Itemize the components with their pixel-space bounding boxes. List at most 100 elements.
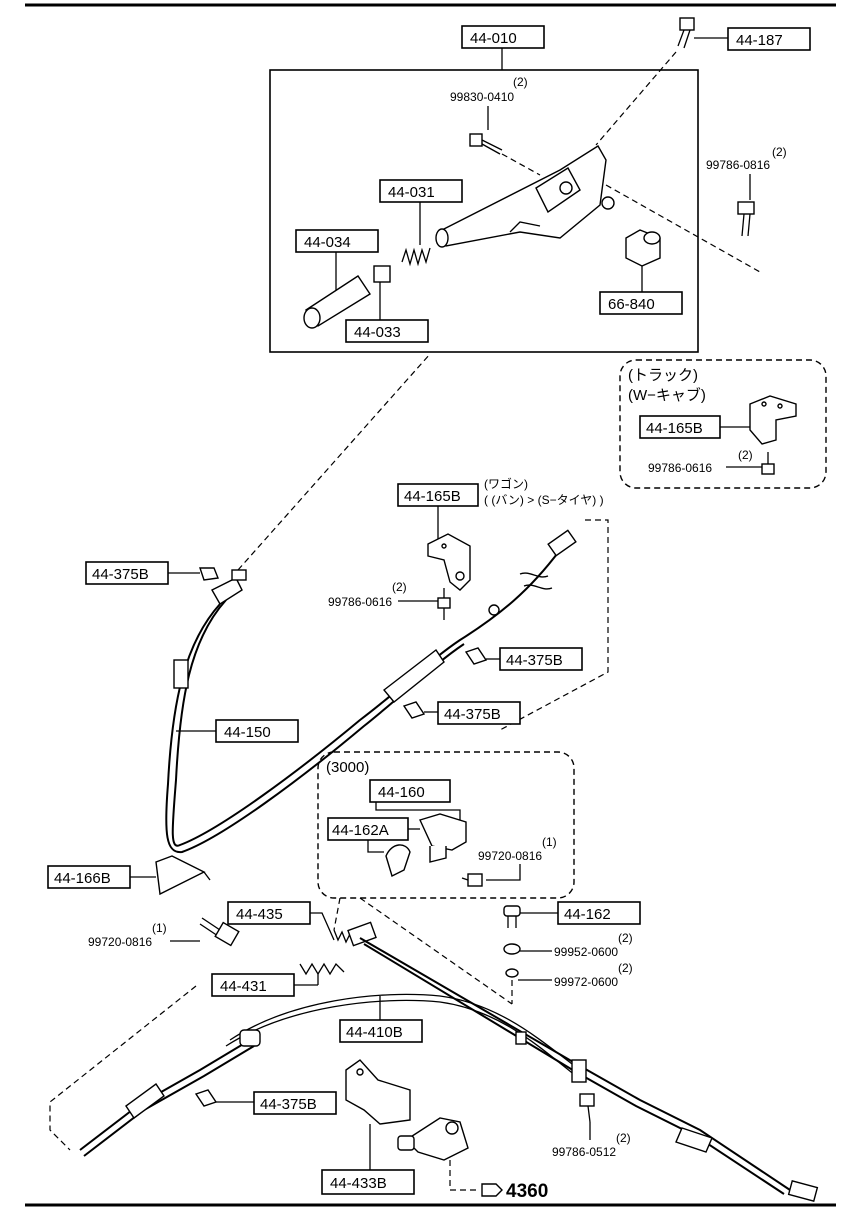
note-truck: (トラック) [628, 367, 698, 384]
part-99786-0512: 99786-0512 [552, 1145, 616, 1159]
label-44-187: 44-187 [736, 32, 783, 49]
label-box-44-375B-c[interactable] [437, 701, 521, 725]
bolt-icon [461, 873, 483, 887]
collar-icon [373, 265, 391, 283]
label-44-165B: 44-165B [404, 488, 461, 505]
clip-icon [464, 647, 488, 665]
part-99830-0410: 99830-0410 [450, 90, 514, 104]
main-cable-44-150 [165, 529, 577, 854]
ref-4360[interactable]: 4360 [506, 1181, 548, 1202]
truck-variant-group: (トラック) (W−キャブ) 44-165B (2) 99786-0616 [619, 359, 827, 489]
brake-switch-icon [625, 229, 661, 267]
screw-icon [437, 588, 451, 620]
part-99786-0616-truck: 99786-0616 [648, 461, 712, 475]
label-44-162: 44-162 [564, 906, 611, 923]
label-box-44-034[interactable] [295, 229, 379, 253]
note-3000: (3000) [326, 759, 369, 776]
label-44-375B-a: 44-375B [92, 566, 149, 583]
bolt-icon [579, 1093, 595, 1123]
brake-actuator-icon [397, 1117, 469, 1161]
label-box-44-375B-b[interactable] [499, 647, 583, 671]
return-spring-icon [299, 962, 345, 976]
screw-icon [761, 452, 775, 475]
rear-reference-bracket [49, 985, 197, 1151]
qty-99786-0512: (2) [616, 1131, 631, 1145]
label-box-44-150[interactable] [215, 719, 299, 743]
note-wagon: (ワゴン) [484, 476, 528, 491]
label-44-162A: 44-162A [332, 822, 389, 839]
bolt-icon [737, 201, 755, 237]
label-44-166B: 44-166B [54, 870, 111, 887]
rear-cable-44-410B [79, 937, 819, 1202]
label-44-375B-d: 44-375B [260, 1096, 317, 1113]
part-99972-0600: 99972-0600 [554, 975, 618, 989]
label-44-031: 44-031 [388, 184, 435, 201]
qty-99952-0600: (2) [618, 931, 633, 945]
cable-end-icon [787, 1180, 819, 1202]
lever-assembly-frame [269, 69, 699, 353]
3000cc-variant-group: (3000) 44-160 44-162A (1) 99720-0816 [317, 751, 575, 899]
label-44-160: 44-160 [378, 784, 425, 801]
lever-assembly-group: 44-010 (2) 99830-0410 44-031 44-034 [269, 25, 699, 353]
pin-icon [503, 905, 521, 928]
note-w-cab: (W−キャブ) [628, 386, 706, 404]
label-box-44-162[interactable] [557, 901, 641, 925]
clip-icon [199, 567, 219, 581]
cable-end-icon [547, 529, 577, 557]
label-box-44-031[interactable] [379, 179, 463, 203]
wagon-reference-bracket [499, 519, 609, 731]
label-44-431: 44-431 [220, 978, 267, 995]
bolt-icon [199, 917, 240, 947]
label-44-010: 44-010 [470, 30, 517, 47]
cable-boot-icon [675, 1127, 713, 1153]
label-box-44-010[interactable] [461, 25, 545, 49]
bracket-icon [419, 813, 467, 863]
qty-99720-0816-3000: (1) [542, 835, 557, 849]
label-44-165B-truck: 44-165B [646, 420, 703, 437]
label-44-375B-c: 44-375B [444, 706, 501, 723]
arrow-icon[interactable] [481, 1183, 503, 1197]
washer-icon [505, 968, 519, 978]
part-99786-0816: 99786-0816 [706, 158, 770, 172]
label-44-435: 44-435 [236, 906, 283, 923]
qty-99720-0816: (1) [152, 921, 167, 935]
label-box-44-033[interactable] [345, 319, 429, 343]
label-44-150: 44-150 [224, 724, 271, 741]
bolt-44-187-icon [677, 17, 695, 49]
label-box-44-433B[interactable] [321, 1169, 415, 1195]
equalizer-icon [347, 921, 377, 947]
part-99786-0616: 99786-0616 [328, 595, 392, 609]
label-box-44-375B-d[interactable] [253, 1091, 337, 1115]
ref-leader [449, 1160, 480, 1191]
label-44-410B: 44-410B [346, 1024, 403, 1041]
qty-99972-0600: (2) [618, 961, 633, 975]
qty-99786-0616-truck: (2) [738, 448, 753, 462]
spring-icon [401, 247, 431, 267]
label-box-44-160[interactable] [369, 779, 451, 803]
label-box-44-410B[interactable] [339, 1019, 423, 1043]
spring-clip-icon [385, 844, 411, 877]
lever-grip-icon [303, 275, 371, 329]
label-box-66-840[interactable] [599, 291, 683, 315]
note-van-s-tire: ( (バン) > (S−タイヤ) ) [484, 493, 604, 507]
clip-icon [402, 701, 426, 719]
3000cc-variant-frame [317, 751, 575, 899]
parking-lever-icon [435, 145, 615, 248]
label-box-44-187[interactable] [727, 27, 811, 51]
label-44-375B-b: 44-375B [506, 652, 563, 669]
part-99720-0816-3000: 99720-0816 [478, 849, 542, 863]
bracket-icon [749, 395, 797, 445]
bolt-icon [469, 133, 503, 155]
mounting-bracket-icon [155, 855, 211, 896]
cable-boot-icon [382, 648, 445, 703]
clip-icon [194, 1089, 218, 1107]
cable-bracket-icon [345, 1059, 411, 1125]
label-44-034: 44-034 [304, 234, 351, 251]
label-44-433B: 44-433B [330, 1175, 387, 1192]
part-99720-0816: 99720-0816 [88, 935, 152, 949]
part-99952-0600: 99952-0600 [554, 945, 618, 959]
qty-99830-0410: (2) [513, 75, 528, 89]
qty-99786-0816: (2) [772, 145, 787, 159]
bracket-icon [427, 533, 471, 591]
